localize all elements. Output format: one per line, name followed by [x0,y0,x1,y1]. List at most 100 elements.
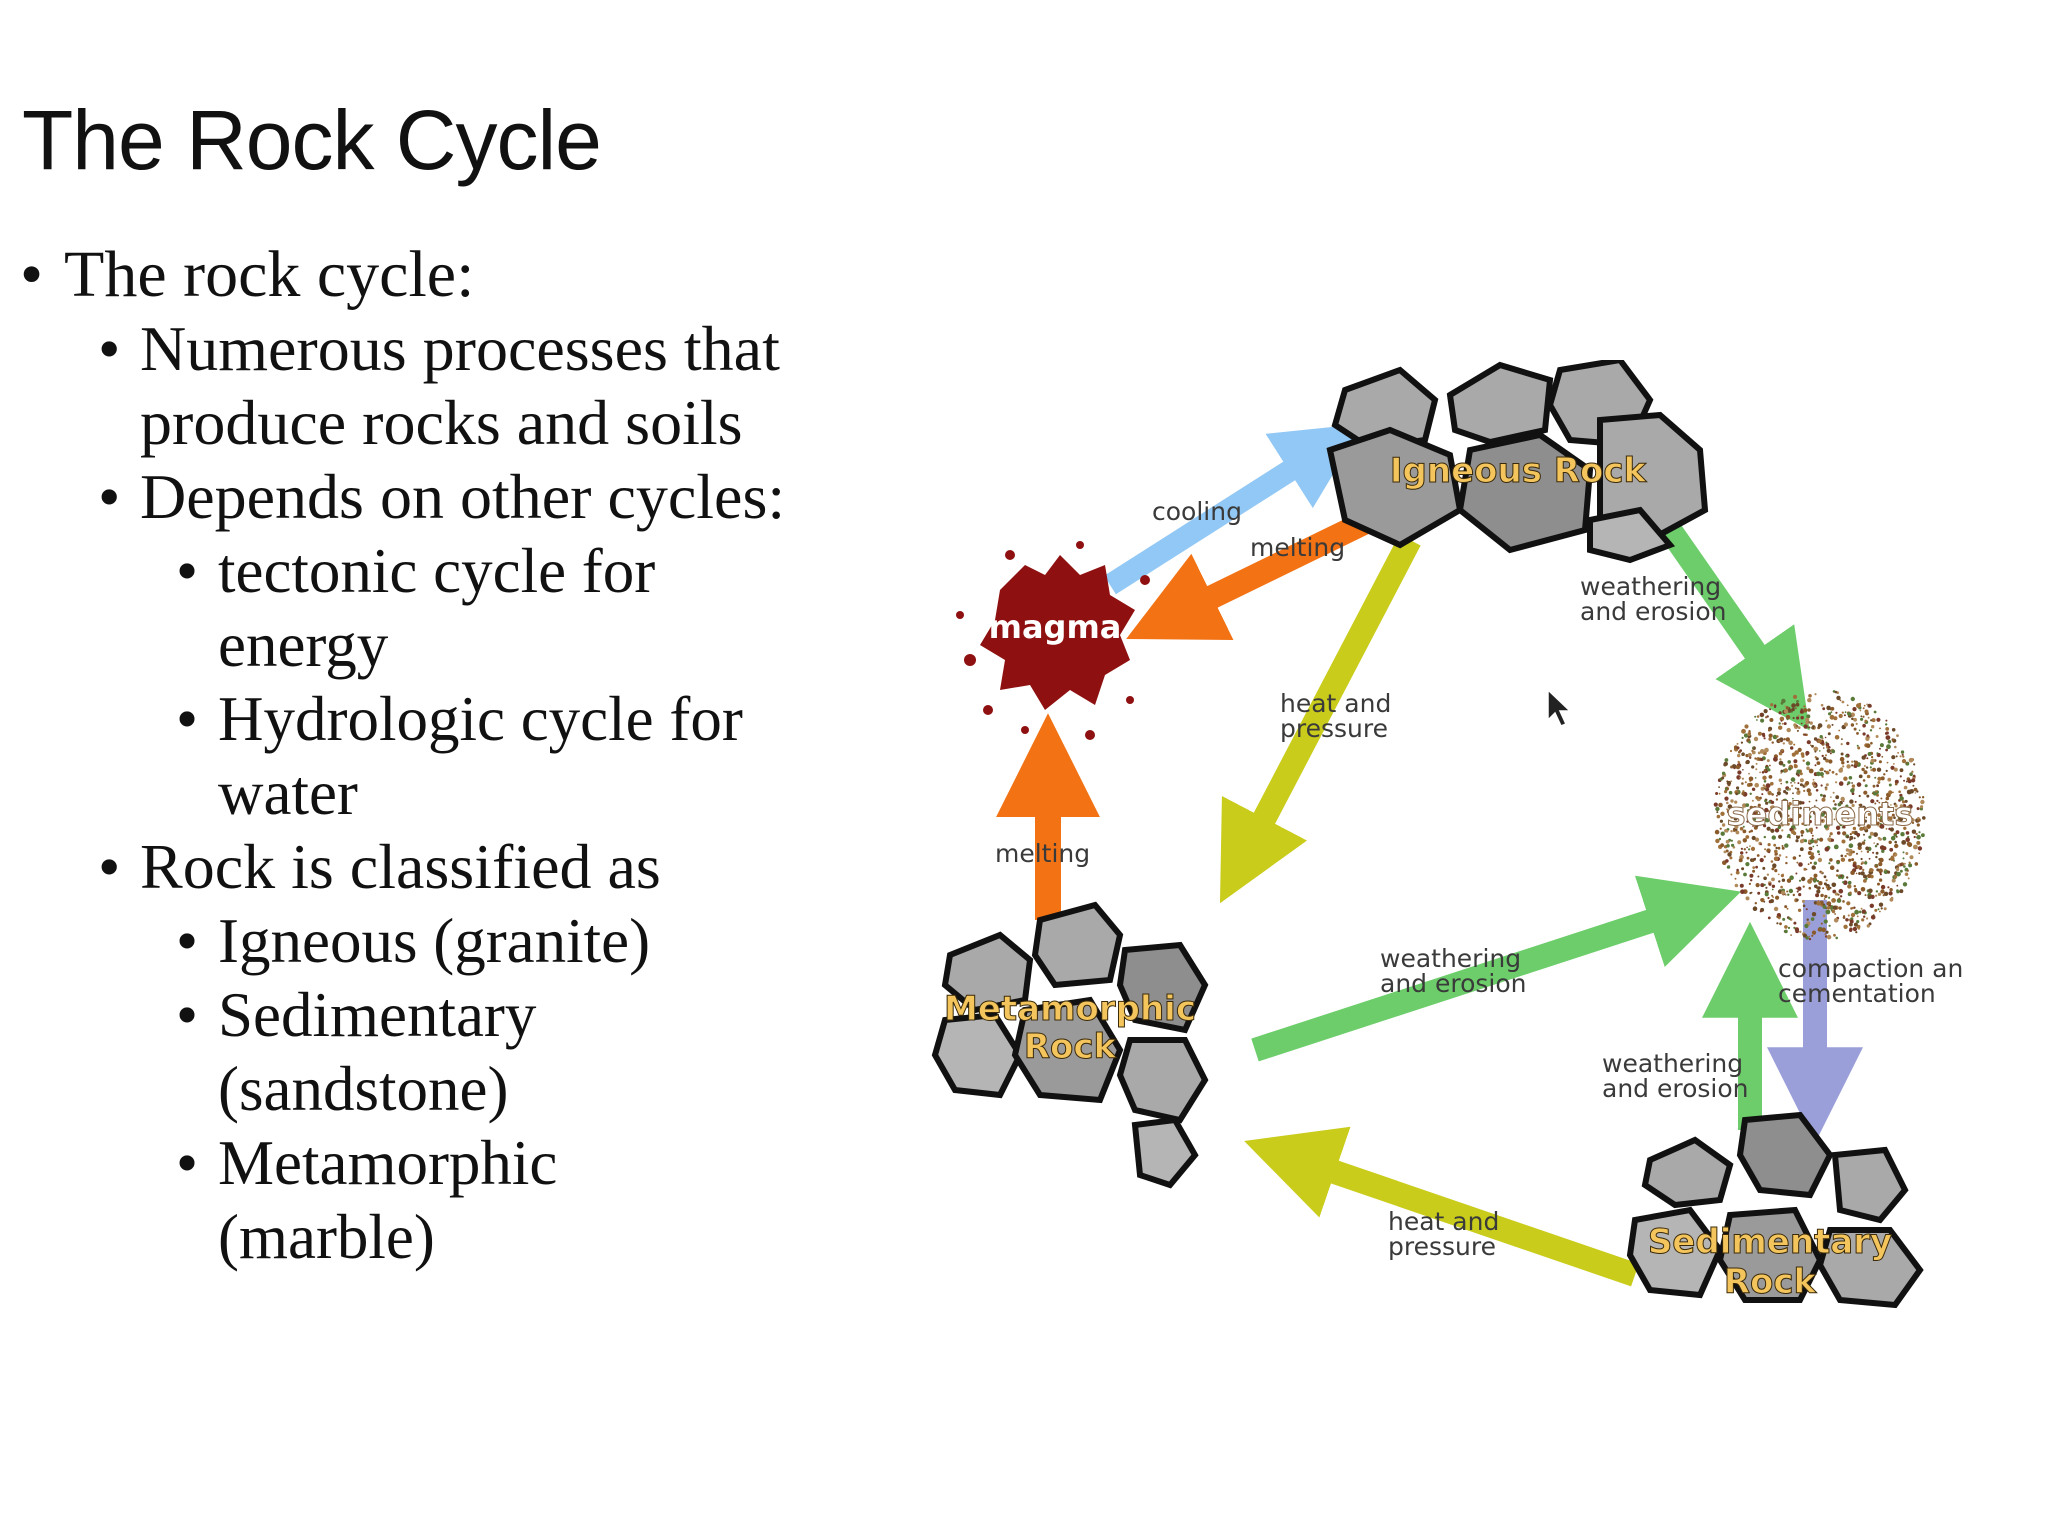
sediment-speck [1743,848,1746,851]
sediment-speck [1896,889,1899,892]
sediment-speck [1764,848,1767,851]
sediment-speck [1899,889,1904,894]
sediment-speck [1725,829,1729,833]
sediment-speck [1812,725,1815,728]
sediment-speck [1874,908,1878,912]
sediment-speck [1899,775,1902,778]
sediment-speck [1803,808,1806,811]
sediment-speck [1834,892,1838,896]
sediment-speck [1819,837,1824,842]
sediment-speck [1757,803,1761,807]
sediment-speck [1781,890,1786,895]
sediment-speck [1723,850,1727,854]
sediment-speck [1738,762,1741,764]
sediment-speck [1786,822,1790,826]
sediment-speck [1856,744,1859,747]
sediment-speck [1850,912,1856,918]
sediment-speck [1885,796,1890,801]
sediment-speck [1886,870,1891,874]
sediment-speck [1870,812,1874,816]
sediment-speck [1755,795,1759,800]
sediment-speck [1832,800,1836,803]
sediment-speck [1833,918,1839,923]
sediment-speck [1823,875,1827,879]
sediment-speck [1885,748,1888,752]
sediment-speck [1857,746,1861,750]
sediment-speck [1715,838,1720,844]
sediment-speck [1856,915,1859,918]
sediment-speck [1817,738,1822,744]
sediment-speck [1766,873,1770,876]
sediment-speck [1762,734,1766,738]
sediment-speck [1751,799,1754,802]
sediment-speck [1794,927,1800,932]
sediment-speck [1814,764,1817,767]
sediment-speck [1847,806,1852,811]
sediment-speck [1868,736,1871,739]
sediment-speck [1887,739,1892,744]
sediment-speck [1797,813,1802,819]
sediment-speck [1838,897,1841,900]
sediment-speck [1849,799,1854,804]
sediment-speck [1811,865,1816,870]
sediment-speck [1767,916,1771,920]
sediment-speck [1793,759,1798,764]
sediment-speck [1851,831,1855,834]
arrow-heat-igneous-to-metamorphic [1219,534,1421,904]
edge-label-cementation: cementation [1778,979,1936,1008]
sediment-speck [1902,882,1908,887]
sediment-speck [1846,852,1849,855]
sediment-speck [1816,816,1820,820]
sediment-speck [1807,863,1810,866]
sediment-speck [1797,782,1800,785]
sediment-speck [1773,756,1778,762]
sediment-speck [1768,882,1772,886]
sediment-speck [1726,780,1732,786]
sediment-speck [1785,861,1788,865]
sediment-speck [1823,824,1829,829]
sediment-speck [1837,802,1842,807]
sediment-speck [1781,722,1784,725]
sediment-speck [1866,824,1871,829]
sediment-speck [1825,783,1829,787]
sediment-speck [1882,836,1887,841]
sediment-speck [1878,858,1881,861]
sediment-speck [1769,764,1771,767]
sediment-speck [1845,814,1849,818]
sediment-speck [1753,805,1757,810]
sediment-speck [1746,846,1748,849]
sediment-speck [1775,895,1780,900]
sediment-speck [1861,918,1865,922]
sediment-speck [1856,732,1859,735]
sediment-speck [1759,771,1761,774]
sediment-speck [1817,723,1823,728]
sediment-speck [1741,752,1745,756]
sediment-speck [1908,863,1913,868]
sediment-speck [1880,815,1884,820]
sediment-speck [1790,777,1796,782]
sediment-speck [1877,824,1879,827]
sediment-speck [1863,770,1868,775]
sediment-speck [1785,791,1789,795]
sediment-speck [1793,743,1796,746]
sediment-speck [1825,742,1830,747]
sediment-speck [1801,822,1804,826]
sediment-speck [1806,918,1809,921]
sediment-speck [1806,714,1811,719]
sediment-speck [1868,704,1872,708]
sediment-speck [1781,803,1786,808]
sediment-speck [1757,751,1761,755]
sediment-speck [1816,844,1818,847]
sediment-speck [1829,865,1835,870]
sediment-speck [1822,887,1825,890]
sediment-speck [1825,719,1828,722]
sediment-speck [1855,722,1858,725]
sediment-speck [1824,787,1828,791]
sediment-speck [1821,797,1826,802]
sediment-speck [1822,914,1826,918]
sediment-speck [1747,809,1750,813]
sediment-speck [1893,763,1895,765]
sediment-speck [1742,825,1745,828]
sediment-speck [1840,857,1846,862]
sediment-speck [1762,866,1766,870]
